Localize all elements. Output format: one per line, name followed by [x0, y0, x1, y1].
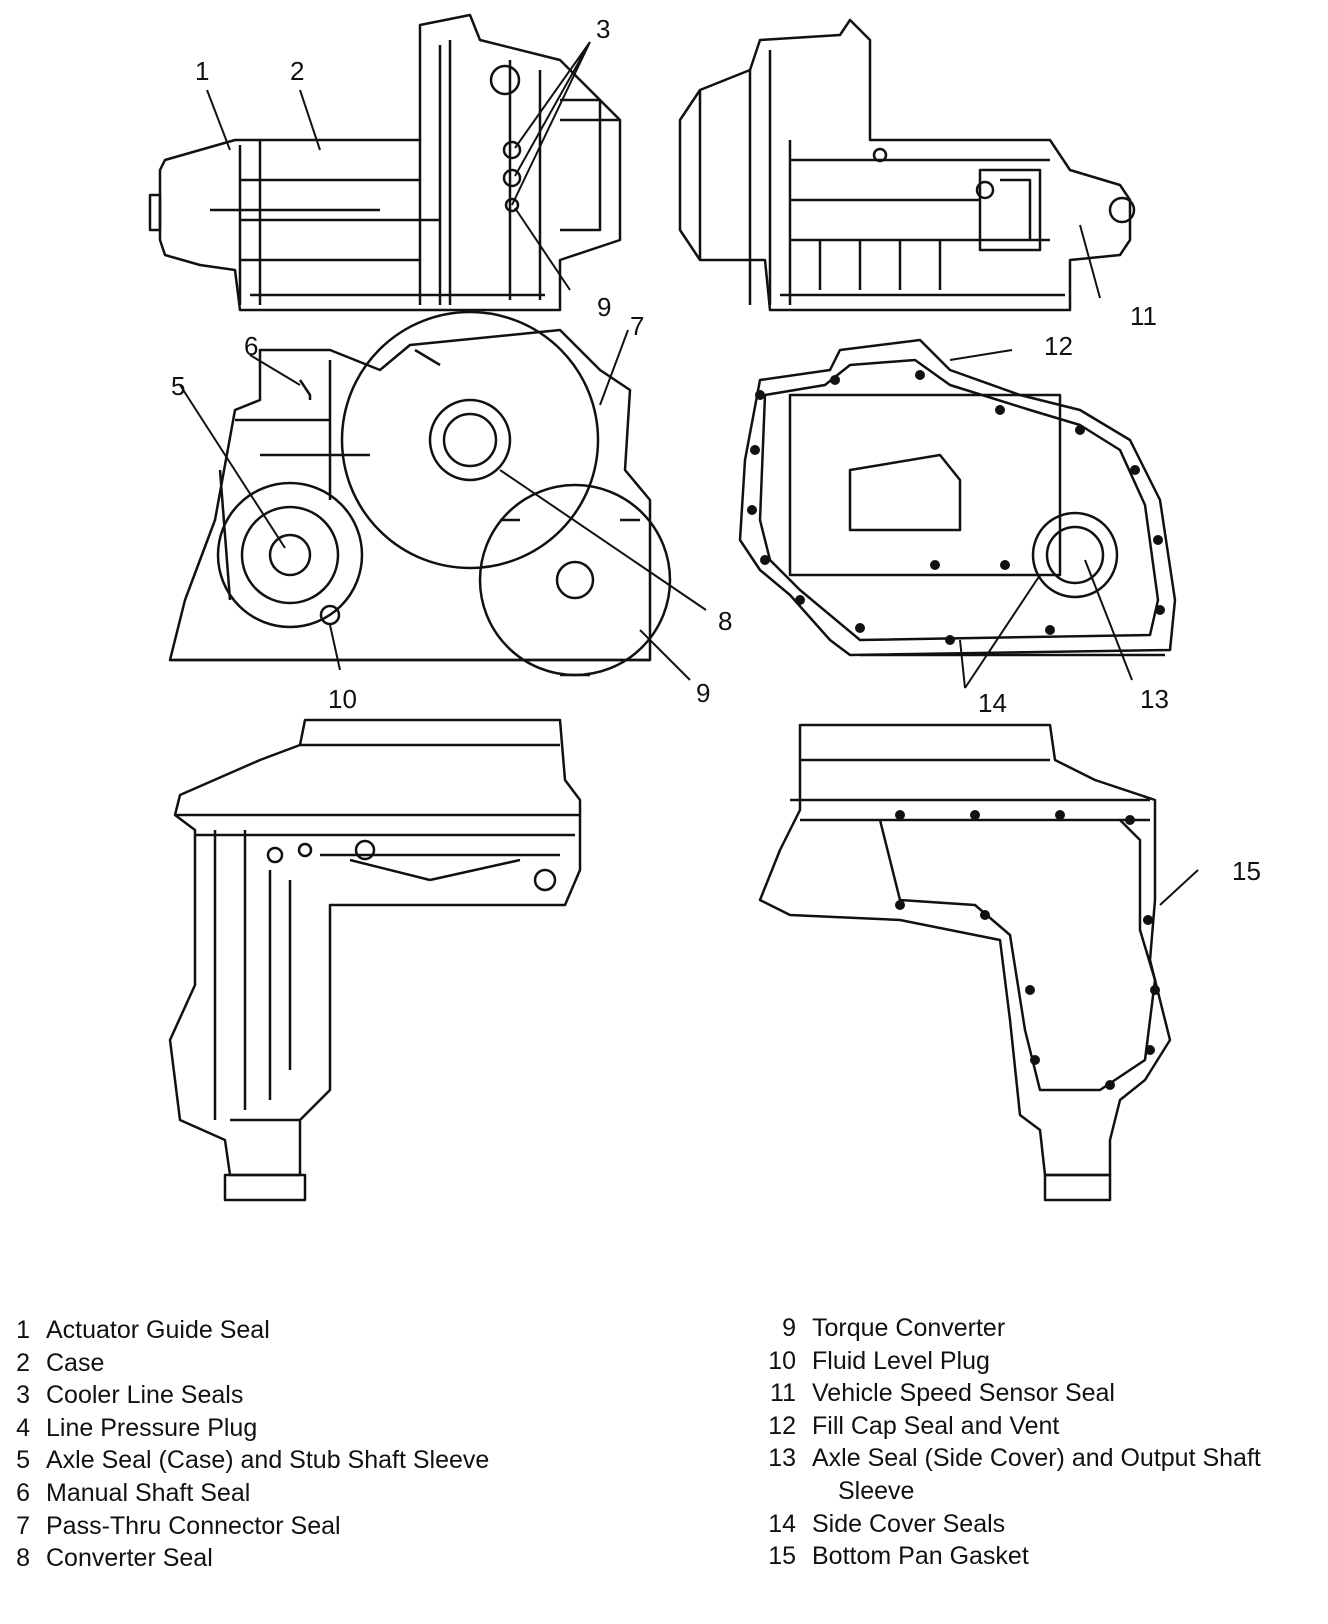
- legend-number: 13: [768, 1444, 796, 1473]
- legend-label: Case: [46, 1348, 105, 1377]
- legend-item: 8 Converter Seal: [0, 1542, 640, 1575]
- legend-item: 1 Actuator Guide Seal: [0, 1314, 640, 1347]
- legend-label: Torque Converter: [812, 1314, 1006, 1342]
- legend-item: 12 Fill Cap Seal and Vent: [754, 1410, 1328, 1443]
- legend-label: Axle Seal (Side Cover) and Output Shaft …: [812, 1442, 1261, 1507]
- legend-label: Fill Cap Seal and Vent: [812, 1411, 1060, 1440]
- legend-label: Vehicle Speed Sensor Seal: [812, 1379, 1115, 1408]
- callout-13: 13: [1140, 684, 1169, 714]
- view-end-converter: [168, 310, 672, 677]
- legend-number: 9: [782, 1314, 796, 1342]
- view-right-side: [678, 18, 1136, 312]
- callout-15: 15: [1232, 856, 1261, 886]
- callout-1: 1: [195, 56, 209, 86]
- callout-12: 12: [1044, 331, 1073, 361]
- legend-number: 7: [16, 1511, 30, 1540]
- legend-item: 11 Vehicle Speed Sensor Seal: [754, 1377, 1328, 1410]
- legend-number: 5: [16, 1446, 30, 1475]
- legend-item: 6 Manual Shaft Seal: [0, 1477, 640, 1510]
- legend-number: 14: [768, 1509, 796, 1538]
- legend-left: 1 Actuator Guide Seal 2 Case 3 Cooler Li…: [0, 1314, 640, 1575]
- callout-5: 5: [171, 371, 185, 401]
- legend-number: 1: [16, 1316, 30, 1344]
- legend-number: 12: [768, 1411, 796, 1440]
- legend-label-line2: Sleeve: [838, 1476, 915, 1505]
- legend-number: 11: [770, 1379, 796, 1408]
- leader-lines: [179, 41, 1199, 906]
- view-bottom-left: [168, 718, 582, 1202]
- callout-9-top: 9: [597, 292, 611, 322]
- legend-item: 10 Fluid Level Plug: [754, 1345, 1328, 1378]
- legend-label: Pass-Thru Connector Seal: [46, 1511, 341, 1540]
- legend-number: 10: [768, 1346, 796, 1375]
- legend-number: 4: [16, 1413, 30, 1442]
- legend-number: 6: [16, 1478, 30, 1507]
- view-bottom-pan: [758, 723, 1172, 1202]
- legend-label: Fluid Level Plug: [812, 1346, 990, 1375]
- legend-number: 3: [16, 1381, 30, 1410]
- view-side-cover: [738, 338, 1177, 657]
- legend-item: 4 Line Pressure Plug: [0, 1412, 640, 1445]
- view-left-side: [148, 13, 622, 312]
- callout-3: 3: [596, 14, 610, 44]
- legend-item: 14 Side Cover Seals: [754, 1508, 1328, 1541]
- legend-number: 2: [16, 1348, 30, 1377]
- legend-item: 15 Bottom Pan Gasket: [754, 1540, 1328, 1573]
- legend-item: 9 Torque Converter: [754, 1312, 1328, 1345]
- legend-item: 3 Cooler Line Seals: [0, 1379, 640, 1412]
- legend-label: Axle Seal (Case) and Stub Shaft Sleeve: [46, 1446, 490, 1475]
- callout-9-mid: 9: [696, 678, 710, 708]
- legend-number: 8: [16, 1544, 30, 1573]
- callout-10: 10: [328, 684, 357, 714]
- legend-item: 5 Axle Seal (Case) and Stub Shaft Sleeve: [0, 1444, 640, 1477]
- legend-item: 7 Pass-Thru Connector Seal: [0, 1510, 640, 1543]
- callout-6: 6: [244, 331, 258, 361]
- legend-item: 2 Case: [0, 1347, 640, 1380]
- legend-item: 13 Axle Seal (Side Cover) and Output Sha…: [754, 1442, 1328, 1507]
- legend-label-line1: Axle Seal (Side Cover) and Output Shaft: [812, 1444, 1261, 1473]
- legend-right: 9 Torque Converter 10 Fluid Level Plug 1…: [754, 1312, 1328, 1573]
- legend-label: Cooler Line Seals: [46, 1381, 244, 1410]
- callout-11: 11: [1130, 301, 1157, 331]
- callout-7: 7: [630, 311, 644, 341]
- legend-label: Side Cover Seals: [812, 1509, 1006, 1538]
- callout-14: 14: [978, 688, 1007, 718]
- callout-2: 2: [290, 56, 304, 86]
- transmission-seal-diagram: 1 2 3 9 11 6 5 7 12 8 9 10 14 13 15: [148, 13, 1261, 1202]
- callout-numbers: 1 2 3 9 11 6 5 7 12 8 9 10 14 13 15: [171, 14, 1261, 886]
- legend-label: Manual Shaft Seal: [46, 1478, 251, 1507]
- legend-number: 15: [768, 1542, 796, 1571]
- legend-label: Converter Seal: [46, 1544, 213, 1573]
- legend-label: Line Pressure Plug: [46, 1413, 258, 1442]
- legend-label: Actuator Guide Seal: [46, 1316, 270, 1344]
- legend-label: Bottom Pan Gasket: [812, 1542, 1029, 1571]
- callout-8: 8: [718, 606, 732, 636]
